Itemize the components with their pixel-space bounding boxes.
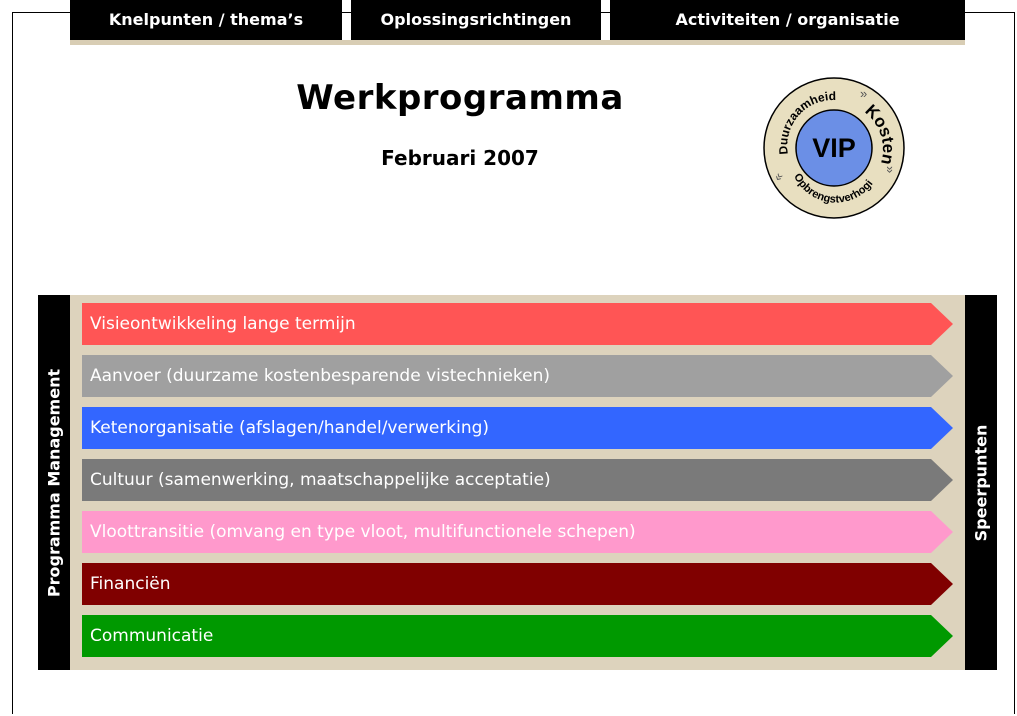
row-label: Visieontwikkeling lange termijn xyxy=(90,314,356,334)
logo-center xyxy=(795,109,873,187)
row-label: Communicatie xyxy=(90,626,214,646)
row-arrow: Aanvoer (duurzame kostenbesparende viste… xyxy=(82,355,953,397)
row-arrow: Communicatie xyxy=(82,615,953,657)
row-arrow: Financiën xyxy=(82,563,953,605)
header-oplossingsrichtingen: Oplossingsrichtingen xyxy=(351,0,601,40)
logo-center-text: VIP xyxy=(812,133,856,163)
row-label: Vloottransitie (omvang en type vloot, mu… xyxy=(90,522,636,542)
side-bar-right: Speerpunten xyxy=(965,295,997,670)
side-bar-left: Programma Management xyxy=(38,295,70,670)
header-shadow xyxy=(70,40,965,45)
row-label: Ketenorganisatie (afslagen/handel/verwer… xyxy=(90,418,490,438)
row-label: Financiën xyxy=(90,574,171,594)
side-label-left: Programma Management xyxy=(44,368,64,597)
header-knelpunten: Knelpunten / thema’s xyxy=(70,0,342,40)
row-arrow: Vloottransitie (omvang en type vloot, mu… xyxy=(82,511,953,553)
row-label: Aanvoer (duurzame kostenbesparende viste… xyxy=(90,366,551,386)
side-label-right: Speerpunten xyxy=(971,424,991,541)
row-label: Cultuur (samenwerking, maatschappelijke … xyxy=(90,470,551,490)
row-arrow: Visieontwikkeling lange termijn xyxy=(82,303,953,345)
logo-chevron-icon: » xyxy=(860,86,867,101)
page-subtitle: Februari 2007 xyxy=(381,146,539,170)
vip-logo: VIP Duurzaamheid Kosten Opbrengstverhogi… xyxy=(760,74,905,219)
row-arrow: Ketenorganisatie (afslagen/handel/verwer… xyxy=(82,407,953,449)
page-title: Werkprogramma xyxy=(296,78,624,118)
header-activiteiten: Activiteiten / organisatie xyxy=(610,0,965,40)
logo-chevron-icon: » xyxy=(883,166,898,173)
row-arrow: Cultuur (samenwerking, maatschappelijke … xyxy=(82,459,953,501)
